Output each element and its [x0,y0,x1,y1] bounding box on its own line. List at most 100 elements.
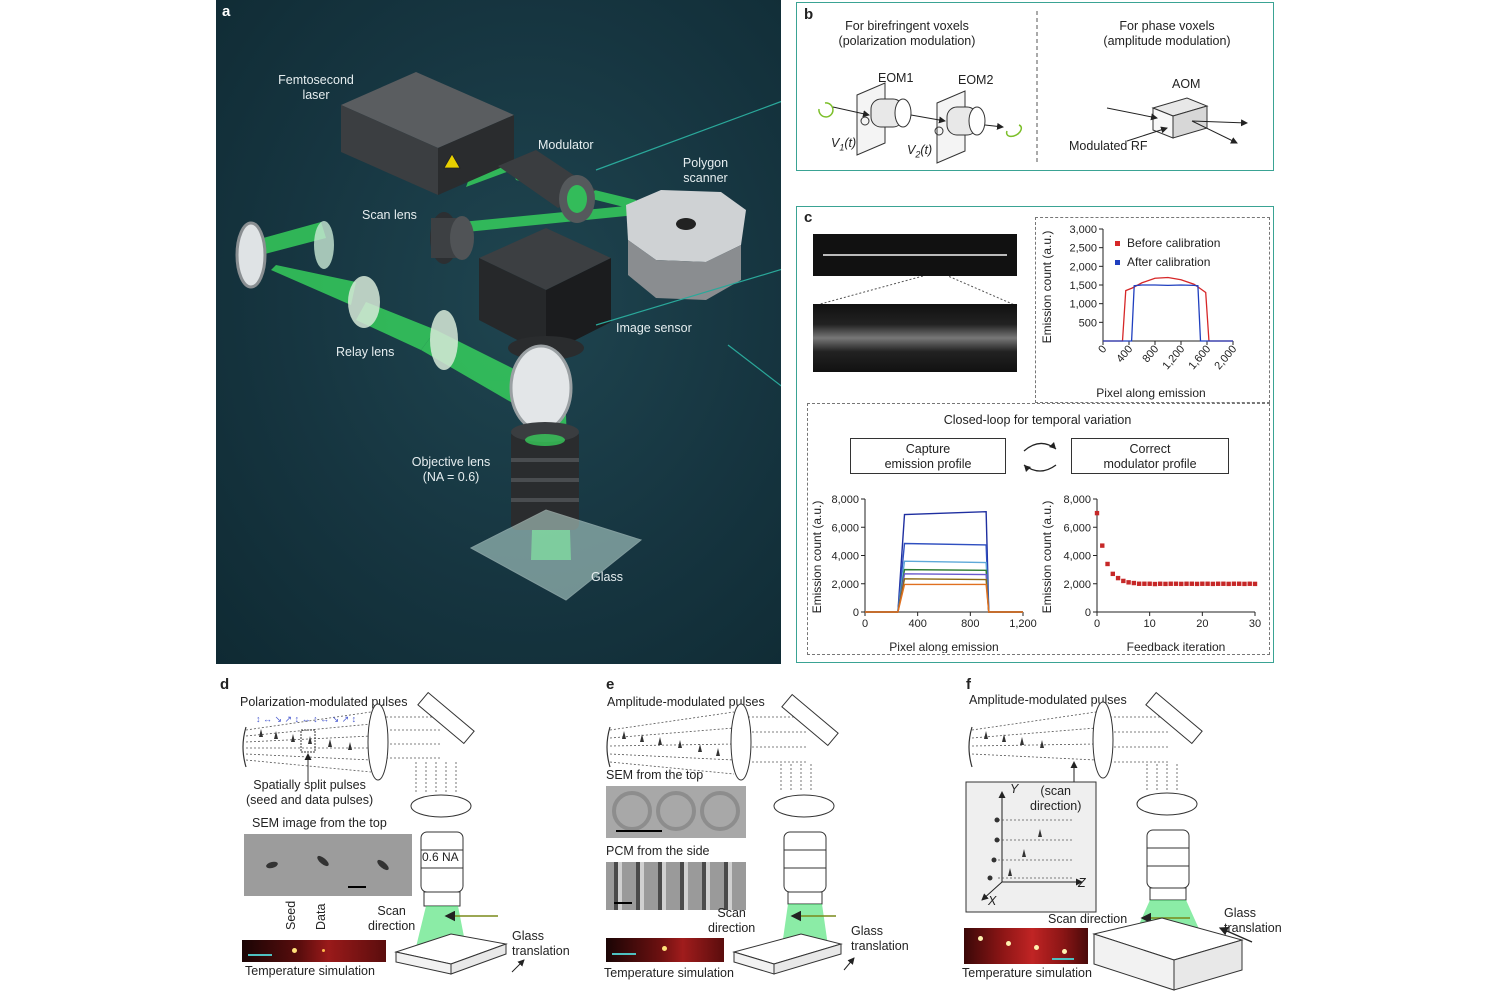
scan-lens-label: Scan lens [362,208,417,222]
fb-y-tick-label: 8,000 [1063,494,1091,506]
eom2-device [936,90,986,164]
correct-modulator-box: Correct modulator profile [1071,438,1229,474]
scan-lens [430,212,474,264]
modulator-label: Modulator [538,138,594,152]
fb-x-tick-label: 0 [1094,618,1100,630]
fb-point [1152,581,1158,587]
cal-x-tick-label: 1,200 [1160,343,1187,372]
leader-modulator [595,100,781,171]
fb-point [1100,543,1105,548]
fb-point [1126,580,1131,585]
f-inset-box [965,781,1097,913]
relay-lens-2 [348,276,380,328]
cal-legend-swatch [1115,260,1120,265]
e-sem-image [606,786,746,838]
e-scan-direction-label: Scan direction [708,906,755,936]
cal-x-tick-label: 0 [1096,343,1109,355]
prof-y-tick-label: 4,000 [831,551,859,563]
prof-series-line [865,542,1023,613]
prof-x-tick-label: 800 [961,618,979,630]
fb-x-tick-label: 10 [1144,618,1156,630]
fb-point [1205,581,1210,586]
polygon-scanner [626,190,746,300]
panel-f-optics [965,691,1253,991]
e-objective [773,794,835,905]
cal-y-tick-label: 500 [1079,317,1097,329]
d-sem-image [244,834,412,896]
prof-y-tick-label: 0 [853,607,859,619]
v2-label: V2(t) [907,143,932,163]
f-title: Amplitude-modulated pulses [969,693,1127,707]
leader-image-sensor [595,268,781,326]
fb-point [1142,581,1147,586]
fb-x-axis-label: Feedback iteration [1127,640,1226,653]
v2-subscript: 2 [915,149,921,160]
relay-lens-3 [430,310,458,370]
loop-arrows-icon [1023,442,1057,472]
fb-y-axis-label: Emission count (a.u.) [1040,501,1054,614]
polarization-pulses-title: Polarization-modulated pulses [240,695,408,709]
panel-b: b For birefringent voxels (polarization … [796,2,1274,171]
cal-y-tick-label: 2,000 [1069,261,1097,273]
fb-point [1179,581,1184,587]
phase-title: For phase voxels (amplitude modulation) [1082,19,1252,49]
fb-y-tick-label: 4,000 [1063,551,1091,563]
modulated-rf-label: Modulated RF [1069,139,1148,153]
v1-symbol: V [831,136,840,150]
phase-title-1: For phase voxels [1119,19,1215,33]
fb-point [1163,581,1168,587]
objective-na-text: (NA = 0.6) [422,470,480,484]
fb-point [1121,578,1126,584]
cal-x-tick-label: 800 [1140,343,1161,365]
cal-y-tick-label: 1,500 [1069,280,1097,292]
prof-y-tick-label: 6,000 [831,522,859,534]
capture-emission-box: Capture emission profile [850,438,1006,474]
fb-point [1184,581,1189,586]
fb-point [1168,581,1173,586]
prof-y-tick-label: 2,000 [831,579,859,591]
fb-x-tick-label: 20 [1196,618,1208,630]
prof-y-tick-label: 8,000 [831,494,859,506]
v1-label: V1(t) [831,136,856,156]
e-pcm-title: PCM from the side [606,844,710,858]
d-sem-title: SEM image from the top [252,816,387,830]
cal-legend-swatch [1115,241,1120,246]
input-polarization-icon [818,102,834,118]
femtosecond-laser-box [341,72,514,195]
aom-device [1151,97,1209,139]
relay-lens-label: Relay lens [336,345,395,359]
fb-point [1242,581,1247,587]
panel-f-label: f [966,676,971,693]
capture-box-line-2: emission profile [884,457,972,471]
birefringent-title: For birefringent voxels (polarization mo… [817,19,997,49]
e-glass-block [732,933,843,975]
aom-label: AOM [1172,77,1201,91]
calibration-plot-frame [1035,217,1270,403]
f-z-axis-label: Z [1078,876,1086,890]
birefringent-title-2: (polarization modulation) [838,34,976,48]
f-temperature-label: Temperature simulation [962,966,1092,980]
cal-y-tick-label: 1,000 [1069,299,1097,311]
d-temperature-label: Temperature simulation [245,964,375,978]
fb-point [1247,581,1252,586]
capture-box-line-1: Capture [905,442,951,456]
f-mirror [1145,691,1203,745]
phase-title-2: (amplitude modulation) [1103,34,1231,48]
d-temperature-image [242,940,386,962]
prof-series-line [865,560,1023,613]
glass-label: Glass [591,570,623,584]
fb-point [1189,581,1194,586]
correct-box-line-1: Correct [1129,442,1171,456]
f-scan-note-2: direction) [1030,799,1082,813]
cal-y-tick-label: 3,000 [1069,224,1097,236]
prof-x-tick-label: 1,200 [1009,618,1037,630]
panel-d-label: d [220,676,230,693]
panel-a-illustration [235,72,781,601]
fb-y-tick-label: 6,000 [1063,522,1091,534]
f-scan-direction-label: Scan direction [1048,912,1128,926]
leader-sensor-c [727,344,781,387]
eom2-label: EOM2 [958,73,994,87]
fb-point [1226,581,1231,587]
